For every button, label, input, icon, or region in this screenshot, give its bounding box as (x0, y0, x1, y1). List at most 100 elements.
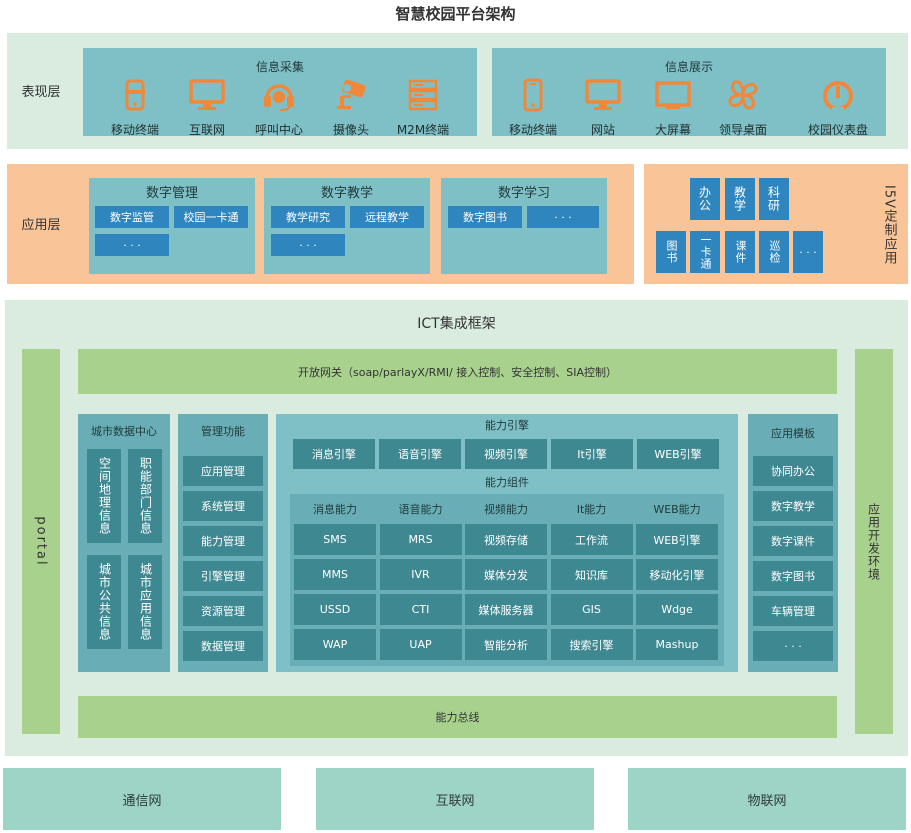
app-item[interactable]: 校园一卡通 (174, 206, 248, 228)
city-data-cell[interactable]: 职能部门信息 (128, 449, 162, 543)
engine-cell[interactable]: It引擎 (551, 439, 633, 469)
page-title: 智慧校园平台架构 (395, 4, 516, 23)
app-group-title: 数字教学 (320, 185, 373, 201)
icon-item-label: 校园仪表盘 (807, 123, 868, 137)
component-cell[interactable]: WAP (294, 629, 376, 660)
app-item[interactable]: 远程教学 (350, 206, 424, 228)
management-cell[interactable]: 系统管理 (183, 491, 263, 521)
icon-item-label: 网站 (590, 123, 615, 137)
open-gateway-bar: 开放网关（soap/parlayX/RMI/ 接入控制、安全控制、SIA控制） (78, 349, 837, 394)
component-cell[interactable]: 媒体分发 (465, 559, 547, 590)
icon-item-label: 移动终端 (508, 123, 557, 137)
component-cell[interactable]: 智能分析 (465, 629, 547, 660)
component-cell[interactable]: Wdge (636, 594, 718, 625)
management-cell[interactable]: 数据管理 (183, 631, 263, 661)
component-column-title: It能力 (576, 503, 607, 516)
icon-item-label: M2M终端 (396, 123, 450, 137)
capability-components-title: 能力组件 (485, 476, 529, 489)
icon-item-label: 互联网 (188, 123, 225, 137)
management-title: 管理功能 (201, 425, 245, 438)
engine-cell[interactable]: 消息引擎 (293, 439, 375, 469)
dev-env-bar (855, 349, 893, 734)
app-item[interactable]: · · · (527, 206, 599, 228)
component-cell[interactable]: MMS (294, 559, 376, 590)
template-cell[interactable]: 数字图书 (753, 561, 833, 591)
capability-bus-bar: 能力总线 (78, 696, 837, 738)
template-cell[interactable]: 数字课件 (753, 526, 833, 556)
icon-item-label: 大屏幕 (654, 123, 691, 137)
component-cell[interactable]: 移动化引擎 (636, 559, 718, 590)
gauge-item[interactable]: 校园仪表盘 (800, 78, 876, 138)
component-cell[interactable]: Mashup (636, 629, 718, 660)
custom-app-item[interactable]: 课件 (725, 231, 755, 273)
custom-app-label: I5V定制应用 (881, 185, 897, 265)
component-cell[interactable]: 工作流 (550, 524, 633, 555)
template-cell[interactable]: 协同办公 (753, 456, 833, 486)
application-layer-label: 应用层 (21, 217, 61, 233)
component-cell[interactable]: MRS (379, 524, 462, 555)
component-cell[interactable]: 媒体服务器 (465, 594, 547, 625)
icon-item-label: 呼叫中心 (254, 123, 303, 137)
management-cell[interactable]: 能力管理 (183, 526, 263, 556)
component-column-title: 消息能力 (313, 503, 357, 516)
component-cell[interactable]: WEB引擎 (636, 524, 718, 555)
component-cell[interactable]: CTI (379, 594, 462, 625)
city-data-cell[interactable]: 空间地理信息 (87, 449, 121, 543)
app-item[interactable]: 教学研究 (271, 206, 345, 228)
template-cell[interactable]: 车辆管理 (753, 596, 833, 626)
component-cell[interactable]: UAP (379, 629, 462, 660)
mobile-terminal-item[interactable]: 移动终端 (100, 78, 170, 138)
custom-app-item[interactable]: 办公 (690, 178, 720, 220)
dev-env-label: 应用开发环境 (866, 502, 881, 581)
app-templates-title: 应用模板 (771, 427, 815, 440)
component-cell[interactable]: 知识库 (550, 559, 633, 590)
clover-item[interactable]: 领导桌面 (708, 78, 778, 138)
network-internet: 互联网 (316, 768, 594, 830)
component-cell[interactable]: IVR (379, 559, 462, 590)
engine-cell[interactable]: 视频引擎 (465, 439, 547, 469)
component-cell[interactable]: 搜索引擎 (550, 629, 633, 660)
capability-engine-title: 能力引擎 (485, 419, 529, 432)
component-cell[interactable]: GIS (550, 594, 633, 625)
app-item[interactable]: 数字图书 (448, 206, 522, 228)
phone-item[interactable]: 移动终端 (498, 78, 568, 138)
custom-app-item[interactable]: 一卡通 (690, 231, 720, 273)
ict-framework-title: ICT集成框架 (417, 316, 496, 332)
custom-app-item[interactable]: 巡检 (759, 231, 789, 273)
template-cell[interactable]: · · · (753, 631, 833, 661)
management-cell[interactable]: 引擎管理 (183, 561, 263, 591)
engine-cell[interactable]: WEB引擎 (637, 439, 719, 469)
app-item[interactable]: · · · (271, 234, 345, 256)
app-group-title: 数字管理 (145, 185, 198, 201)
presentation-layer-label: 表现层 (21, 84, 61, 100)
icon-item-label: 领导桌面 (718, 123, 767, 137)
icon-item-label: 移动终端 (110, 123, 159, 137)
big-screen-item[interactable]: 大屏幕 (638, 78, 708, 138)
monitor-item[interactable]: 互联网 (172, 78, 242, 138)
management-cell[interactable]: 资源管理 (183, 596, 263, 626)
info-display-title: 信息展示 (664, 59, 713, 74)
component-cell[interactable]: 视频存储 (465, 524, 547, 555)
engine-cell[interactable]: 语音引擎 (379, 439, 461, 469)
city-data-cell[interactable]: 城市应用信息 (128, 555, 162, 649)
template-cell[interactable]: 数字教学 (753, 491, 833, 521)
city-data-center-title: 城市数据中心 (91, 425, 157, 438)
custom-app-item[interactable]: 图书 (656, 231, 686, 273)
icon-item-label: 摄像头 (332, 123, 369, 137)
camera-item[interactable]: 摄像头 (316, 78, 386, 138)
custom-app-item[interactable]: · · · (793, 231, 823, 273)
server-stack-item[interactable]: M2M终端 (388, 78, 458, 138)
app-item[interactable]: · · · (95, 234, 169, 256)
app-item[interactable]: 数字监管 (95, 206, 169, 228)
network-iot: 物联网 (628, 768, 906, 830)
custom-app-item[interactable]: 科研 (759, 178, 789, 220)
component-column-title: 语音能力 (398, 503, 443, 516)
component-cell[interactable]: SMS (294, 524, 376, 555)
city-data-cell[interactable]: 城市公共信息 (87, 555, 121, 649)
monitor-item[interactable]: 网站 (568, 78, 638, 138)
custom-app-item[interactable]: 教学 (725, 178, 755, 220)
management-cell[interactable]: 应用管理 (183, 456, 263, 486)
component-column-title: WEB能力 (653, 503, 701, 516)
headset-item[interactable]: 呼叫中心 (244, 78, 314, 138)
component-cell[interactable]: USSD (294, 594, 376, 625)
